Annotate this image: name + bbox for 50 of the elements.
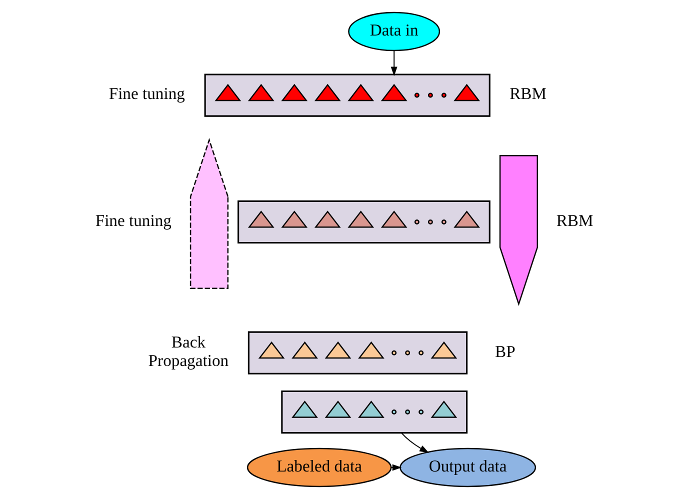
node-circle bbox=[427, 219, 432, 224]
node-triangle bbox=[380, 210, 407, 228]
node-triangle bbox=[358, 341, 384, 359]
node-triangle bbox=[347, 210, 374, 228]
node-arrow bbox=[189, 138, 228, 289]
label: RBM bbox=[509, 84, 546, 104]
node-circle bbox=[391, 410, 396, 415]
node-triangle bbox=[291, 341, 318, 359]
node-ellipse: Data in bbox=[348, 12, 440, 52]
node-triangle bbox=[324, 400, 351, 418]
node-arrow bbox=[498, 154, 538, 306]
label: RBM bbox=[556, 210, 593, 230]
node-circle bbox=[404, 350, 410, 356]
node-triangle bbox=[291, 400, 318, 418]
node-triangle bbox=[314, 210, 340, 228]
node-triangle bbox=[314, 84, 340, 102]
cluster bbox=[237, 200, 490, 244]
node-circle bbox=[440, 219, 446, 224]
node-triangle bbox=[324, 341, 351, 359]
node-triangle bbox=[453, 210, 480, 228]
node-triangle bbox=[453, 84, 480, 102]
node-triangle bbox=[430, 341, 457, 359]
node-triangle bbox=[380, 84, 407, 102]
node-circle bbox=[391, 350, 396, 356]
node-circle bbox=[418, 410, 424, 415]
node-triangle bbox=[247, 84, 274, 102]
node-triangle bbox=[430, 400, 457, 418]
node-triangle bbox=[258, 341, 284, 359]
label: Fine tuning bbox=[108, 84, 184, 104]
node-circle bbox=[414, 219, 419, 224]
node-triangle bbox=[280, 210, 308, 228]
node-ellipse: Output data bbox=[399, 448, 536, 488]
node-circle bbox=[440, 92, 446, 98]
node-triangle bbox=[280, 84, 308, 102]
node-triangle bbox=[214, 84, 241, 102]
node-circle bbox=[418, 350, 424, 356]
arrow bbox=[390, 50, 397, 76]
label: BP bbox=[494, 342, 515, 361]
node-circle bbox=[427, 92, 432, 98]
node-triangle bbox=[358, 400, 384, 418]
node-circle bbox=[404, 410, 410, 415]
cluster bbox=[247, 331, 468, 374]
label: Back Propagation bbox=[148, 332, 228, 370]
cluster bbox=[204, 74, 490, 117]
cluster bbox=[280, 390, 468, 434]
node-triangle bbox=[347, 84, 374, 102]
arrow bbox=[400, 432, 428, 453]
node-circle bbox=[414, 92, 419, 98]
node-triangle bbox=[247, 210, 274, 228]
label: Fine tuning bbox=[94, 210, 171, 230]
